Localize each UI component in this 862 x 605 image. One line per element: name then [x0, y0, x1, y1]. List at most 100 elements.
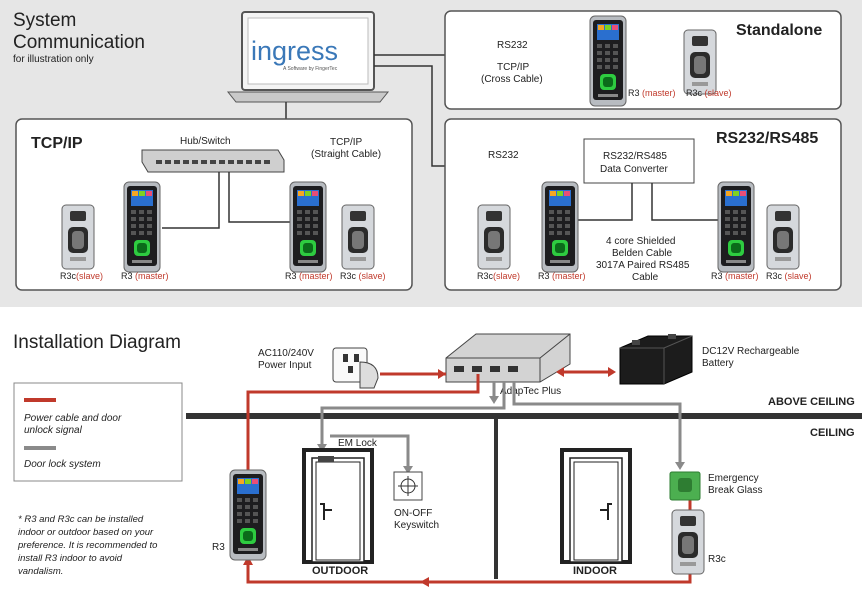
laptop-icon: [226, 11, 390, 103]
legend-power-line1: Power cable and door: [24, 413, 122, 424]
install-r3c-label: R3c: [708, 554, 726, 565]
cable-line1: 4 core Shielded: [606, 236, 676, 247]
keyswitch-icon: [393, 471, 423, 501]
keyswitch-line2: Keyswitch: [394, 520, 439, 531]
r3c-device-icon: [683, 29, 717, 95]
emergency-line2: Break Glass: [708, 485, 762, 496]
emergency-line1: Emergency: [708, 473, 759, 484]
tcpip-label: TCP/IP: [330, 137, 363, 148]
svg-text:R3c(slave): R3c(slave): [477, 271, 520, 281]
ceiling-label: CEILING: [810, 427, 855, 439]
rs-heading: RS232/RS485: [716, 130, 818, 147]
rs-r3c-right-label: R3c: [766, 271, 783, 281]
cable-line4: Cable: [632, 272, 659, 283]
above-ceiling-label: ABOVE CEILING: [768, 396, 855, 408]
r3-device-icon: [589, 15, 627, 107]
indoor-label: INDOOR: [573, 565, 617, 577]
svg-text:R3 (master): R3 (master): [628, 88, 676, 98]
tcpip-r3-left-label: R3: [121, 271, 133, 281]
rs-r3c-left-role: (slave): [493, 271, 520, 281]
lock-wires: [320, 382, 682, 470]
standalone-r3c-role: (slave): [705, 88, 732, 98]
standalone-cross: (Cross Cable): [481, 74, 543, 85]
converter-line2: Data Converter: [600, 164, 668, 175]
system-subtitle: for illustration only: [13, 54, 94, 65]
install-r3-label: R3: [212, 542, 225, 553]
tcpip-r3-left-icon: [123, 181, 161, 273]
tcpip-r3c-left-label: R3c: [60, 271, 77, 281]
svg-text:R3c (slave): R3c (slave): [686, 88, 732, 98]
note-line4: install R3 indoor to avoid: [18, 553, 123, 564]
cable-line2: Belden Cable: [612, 248, 672, 259]
power-input-line1: AC110/240V: [258, 348, 314, 359]
battery-icon: [619, 334, 693, 385]
standalone-r3-role: (master): [642, 88, 676, 98]
rs-r3-right-role: (master): [725, 271, 759, 281]
note-line1: * R3 and R3c can be installed: [18, 514, 144, 525]
legend-power-line2: unlock signal: [24, 425, 83, 436]
tcpip-r3-left-role: (master): [135, 271, 169, 281]
em-lock-label: EM Lock: [338, 438, 378, 449]
straight-cable-label: (Straight Cable): [311, 149, 381, 160]
rs-r3-left-role: (master): [552, 271, 586, 281]
outdoor-label: OUTDOOR: [312, 565, 368, 577]
standalone-r3-label: R3: [628, 88, 640, 98]
tcpip-heading: TCP/IP: [31, 135, 83, 152]
hub-switch-label: Hub/Switch: [180, 136, 231, 147]
install-title: Installation Diagram: [13, 332, 181, 353]
svg-text:R3c (slave): R3c (slave): [766, 271, 812, 281]
rs-r3c-right-icon: [766, 204, 800, 270]
tcpip-r3c-left-role: (slave): [76, 271, 103, 281]
wall-divider: [494, 419, 498, 579]
battery-line2: Battery: [702, 358, 734, 369]
note-line3: preference. It is recommended to: [17, 540, 157, 551]
tcpip-r3c-right-label: R3c: [340, 271, 357, 281]
legend-lock-swatch: [24, 446, 56, 450]
system-title-2: Communication: [13, 32, 145, 53]
standalone-tcpip: TCP/IP: [497, 62, 530, 73]
adaptec-plus-icon: [445, 333, 571, 383]
rs-r3c-left-label: R3c: [477, 271, 494, 281]
rs-r3-left-label: R3: [538, 271, 550, 281]
svg-text:R3c (slave): R3c (slave): [340, 271, 386, 281]
system-title-1: System: [13, 10, 76, 31]
svg-text:R3 (master): R3 (master): [285, 271, 333, 281]
ingress-tagline: A Software by FingerTec: [283, 66, 338, 72]
svg-text:R3 (master): R3 (master): [538, 271, 586, 281]
rs-r3-right-label: R3: [711, 271, 723, 281]
power-socket-icon: [332, 347, 379, 389]
svg-text:R3c(slave): R3c(slave): [60, 271, 103, 281]
battery-line1: DC12V Rechargeable: [702, 346, 800, 357]
standalone-rs232: RS232: [497, 40, 528, 51]
ingress-logo: ingress: [251, 36, 338, 66]
tcpip-r3c-right-role: (slave): [359, 271, 386, 281]
rs-rs232-label: RS232: [488, 150, 519, 161]
note-line5: vandalism.: [18, 566, 63, 577]
outdoor-door-icon: [302, 448, 374, 564]
legend-lock-label: Door lock system: [24, 459, 101, 470]
adaptec-label: AdapTec Plus: [500, 386, 561, 397]
standalone-r3c-label: R3c: [686, 88, 703, 98]
note-line2: indoor or outdoor based on your: [18, 527, 154, 538]
tcpip-r3c-right-icon: [341, 204, 375, 270]
tcpip-r3c-left-icon: [61, 204, 95, 270]
tcpip-r3-right-icon: [289, 181, 327, 273]
standalone-panel: [444, 10, 842, 110]
indoor-door-icon: [560, 448, 632, 564]
tcpip-r3-right-role: (master): [299, 271, 333, 281]
rs-r3-left-icon: [541, 181, 579, 273]
tcpip-r3-right-label: R3: [285, 271, 297, 281]
cable-line3: 3017A Paired RS485: [596, 260, 690, 271]
rs-r3c-left-icon: [477, 204, 511, 270]
data-converter-box: [583, 138, 695, 184]
standalone-heading: Standalone: [736, 22, 822, 39]
emergency-break-glass-icon: [669, 471, 701, 501]
converter-line1: RS232/RS485: [603, 151, 667, 162]
svg-text:R3 (master): R3 (master): [711, 271, 759, 281]
keyswitch-line1: ON-OFF: [394, 508, 432, 519]
svg-text:R3 (master): R3 (master): [121, 271, 169, 281]
install-r3c-icon: [671, 509, 705, 575]
hub-switch-icon: [141, 149, 285, 173]
rs-r3-right-icon: [717, 181, 755, 273]
